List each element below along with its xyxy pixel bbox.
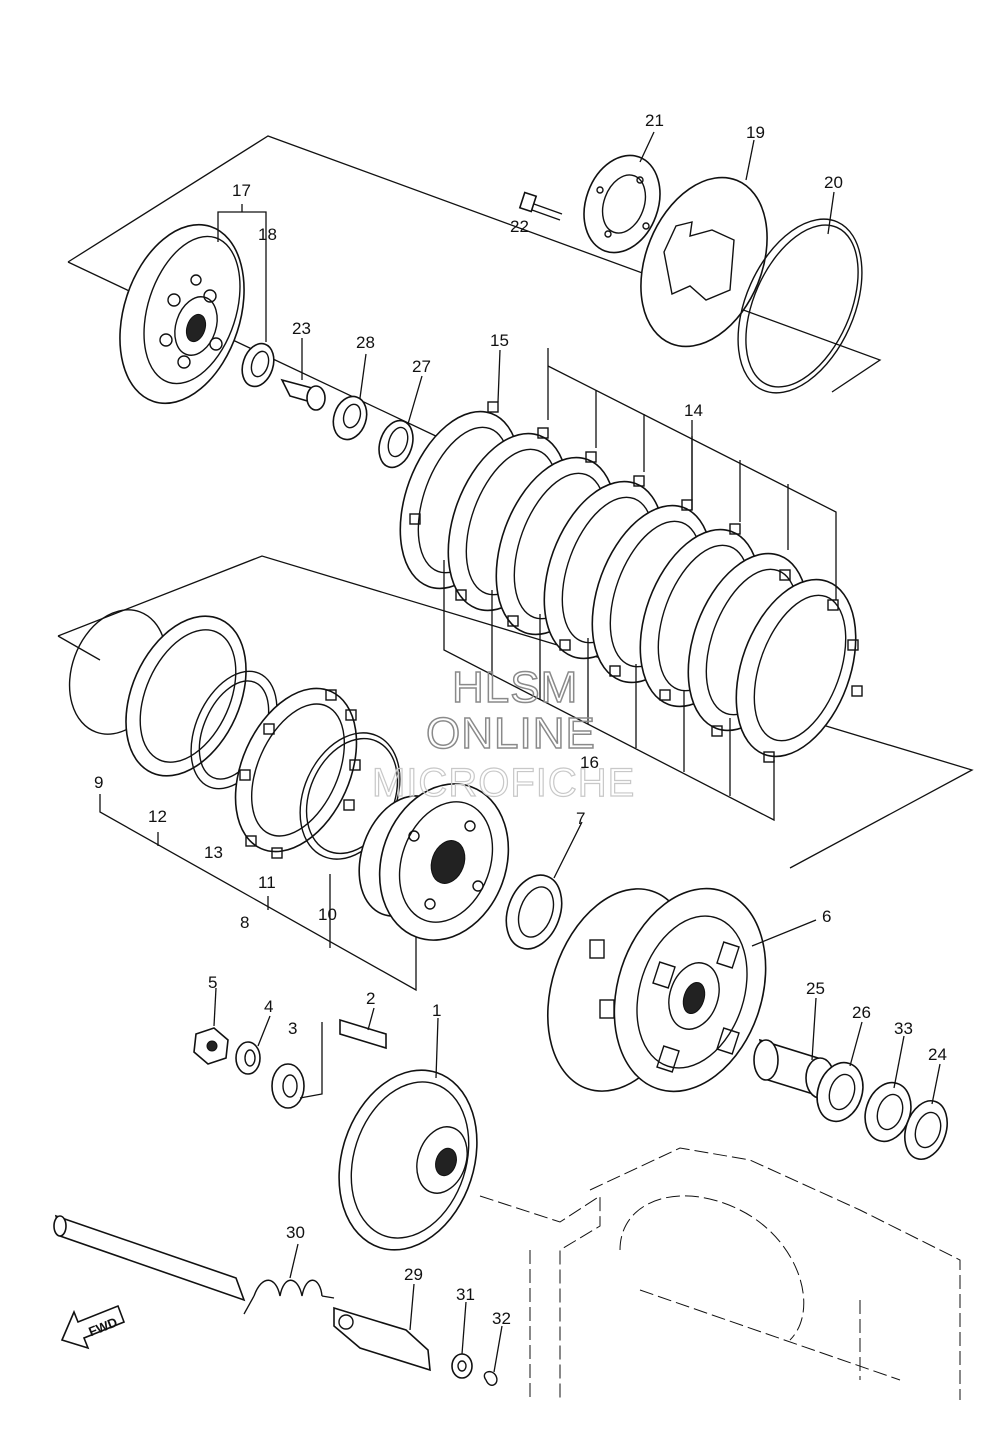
washer-7 — [505, 874, 563, 950]
watermark-line2: ONLINE — [426, 709, 596, 758]
washer-31 — [451, 1353, 473, 1379]
callout-26: 26 — [852, 1003, 871, 1022]
callout-11: 11 — [258, 873, 276, 892]
callout-33: 33 — [894, 1019, 913, 1038]
callout-22: 22 — [510, 217, 529, 236]
callout-3: 3 — [288, 1019, 297, 1038]
callout-13: 13 — [204, 843, 223, 862]
callout-20: 20 — [824, 173, 843, 192]
callout-labels: 21 19 20 22 17 18 23 28 27 15 14 16 9 12… — [94, 111, 947, 1328]
callout-28: 28 — [356, 333, 375, 352]
watermark-line3: MICROFICHE — [372, 761, 635, 805]
push-lever-shaft — [53, 1214, 246, 1302]
washer-27 — [378, 419, 414, 469]
leader-8 — [99, 794, 417, 992]
callout-12: 12 — [148, 807, 167, 826]
crankcase-outline — [479, 1147, 961, 1400]
callout-8: 8 — [240, 913, 249, 932]
callout-4: 4 — [264, 997, 273, 1016]
callout-17: 17 — [232, 181, 251, 200]
washer-3 — [271, 1063, 305, 1109]
circlip-32 — [483, 1370, 498, 1386]
callout-31: 31 — [456, 1285, 475, 1304]
needle-bearing-26 — [816, 1061, 864, 1123]
oil-seal-18 — [241, 342, 275, 388]
watermark-line1: HLSM — [452, 663, 578, 712]
callout-16: 16 — [580, 753, 599, 772]
watermark: HLSM ONLINE MICROFICHE — [371, 662, 635, 805]
clutch-boss — [358, 783, 510, 941]
callout-5: 5 — [208, 973, 217, 992]
callout-18: 18 — [258, 225, 277, 244]
bolt-22 — [518, 191, 563, 221]
wire-ring-20 — [737, 218, 863, 394]
callout-32: 32 — [492, 1309, 511, 1328]
plate-12 — [125, 615, 247, 777]
lock-washer-4 — [235, 1041, 261, 1075]
primary-driven-plate-17 — [119, 223, 245, 405]
push-lever-29 — [333, 1306, 431, 1372]
fwd-arrow-icon: FWD — [60, 1304, 126, 1350]
callout-leaders — [213, 131, 941, 1373]
bearing-28 — [332, 395, 368, 441]
callout-2: 2 — [366, 989, 375, 1008]
clutch-housing-6 — [546, 887, 767, 1093]
callout-15: 15 — [490, 331, 509, 350]
plate-19 — [640, 176, 768, 348]
leader-3 — [299, 1022, 323, 1099]
clutch-plate-stack — [399, 401, 863, 763]
callout-19: 19 — [746, 123, 765, 142]
callout-10: 10 — [318, 905, 337, 924]
key-2 — [339, 1018, 387, 1050]
plate-21 — [583, 154, 661, 254]
callout-30: 30 — [286, 1223, 305, 1242]
callout-23: 23 — [292, 319, 311, 338]
callout-29: 29 — [404, 1265, 423, 1284]
callout-6: 6 — [822, 907, 831, 926]
callout-27: 27 — [412, 357, 431, 376]
friction-plate-11 — [234, 687, 361, 859]
callout-21: 21 — [645, 111, 664, 130]
washer-24 — [904, 1100, 948, 1160]
leader-16 — [443, 560, 775, 822]
callout-9: 9 — [94, 773, 103, 792]
callout-24: 24 — [928, 1045, 947, 1064]
nut-5 — [193, 1027, 229, 1065]
callout-1: 1 — [432, 1001, 441, 1020]
push-rod-23 — [280, 378, 326, 411]
spring-30 — [243, 1279, 335, 1315]
callout-25: 25 — [806, 979, 825, 998]
callout-14: 14 — [684, 401, 703, 420]
primary-driven-gear-1 — [338, 1069, 478, 1251]
callout-7: 7 — [576, 809, 585, 828]
